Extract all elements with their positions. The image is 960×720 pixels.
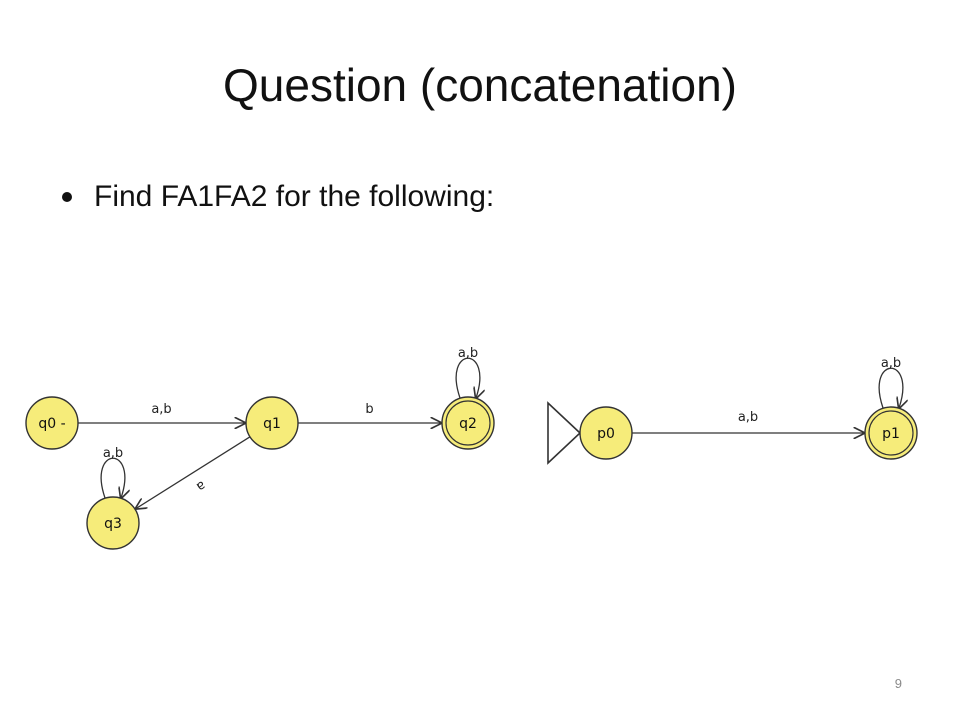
transition-label: a,b — [738, 410, 758, 425]
bullet-dot-icon — [62, 192, 72, 202]
transition-label: a — [193, 477, 208, 494]
transition-label: a,b — [881, 356, 901, 371]
transition-label: b — [365, 402, 373, 417]
self-loop-p1 — [878, 367, 903, 408]
state-label: q3 — [104, 516, 122, 532]
slide-title: Question (concatenation) — [223, 59, 737, 111]
bullet-text: Find FA1FA2 for the following: — [94, 180, 495, 213]
transitions-layer: a,b b a a,b a,b a,b a,b — [78, 346, 903, 509]
state-p0: p0 — [547, 401, 633, 465]
state-q3: q3 — [86, 496, 140, 550]
page-number: 9 — [894, 676, 902, 691]
automata-diagram: a,b b a a,b a,b a,b a,b q0 - q1 q2 q3 p0 p1 — [25, 346, 918, 550]
transition-q1-q3 — [136, 436, 251, 509]
state-label: q1 — [263, 416, 281, 432]
state-p1: p1 — [864, 406, 918, 460]
state-label: p0 — [597, 426, 615, 442]
bullet-item: Find FA1FA2 for the following: — [62, 180, 494, 214]
transition-label: a,b — [103, 446, 123, 461]
state-q2: q2 — [441, 396, 495, 450]
self-loop-q3 — [100, 457, 125, 498]
state-q0: q0 - — [25, 396, 79, 450]
state-label: q0 - — [38, 416, 65, 432]
states-layer: q0 - q1 q2 q3 p0 p1 — [25, 396, 918, 550]
state-label: p1 — [882, 426, 900, 442]
transition-label: a,b — [151, 402, 171, 417]
start-triangle-icon — [547, 401, 582, 465]
state-label: q2 — [459, 416, 477, 432]
self-loop-q2 — [455, 357, 480, 398]
transition-label: a,b — [458, 346, 478, 361]
state-q1: q1 — [245, 396, 299, 450]
